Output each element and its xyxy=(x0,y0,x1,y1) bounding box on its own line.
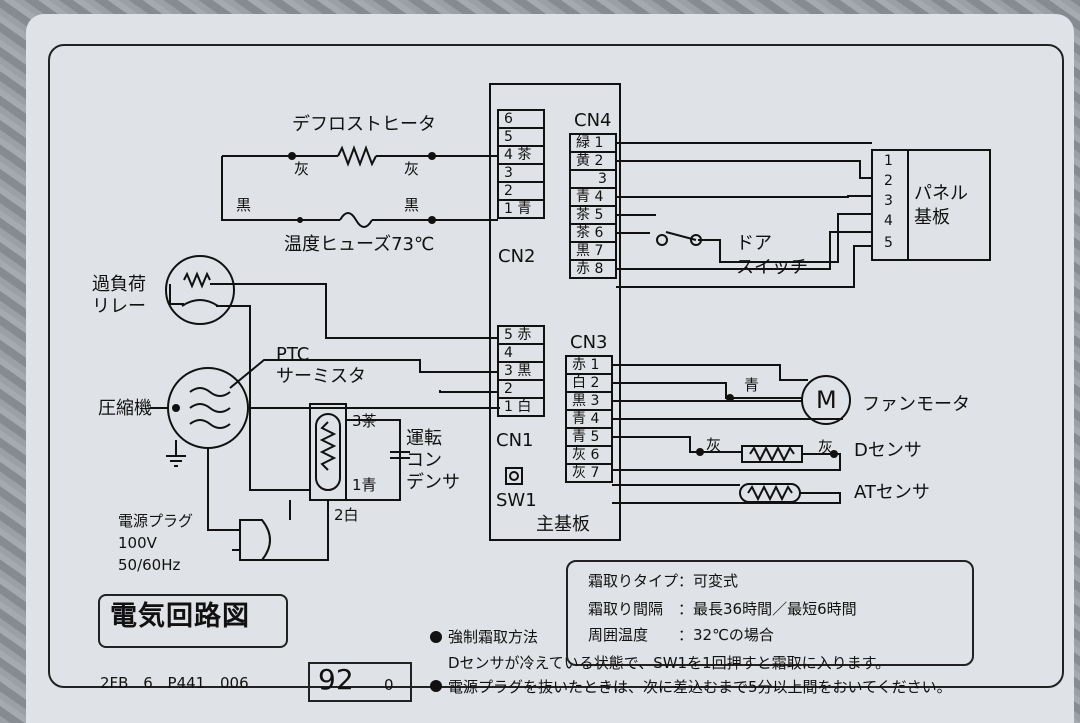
wire-black-2: 黒 xyxy=(404,196,420,214)
cn2-pin-1: 1 青 xyxy=(504,201,532,217)
wire-blue-fan: 青 xyxy=(744,376,760,394)
cn3-pin-5: 青 5 xyxy=(572,429,600,445)
cn4-pin-7: 黒 7 xyxy=(576,243,604,259)
info-line-2: 霜取り間隔 ：最長36時間／最短6時間 xyxy=(588,600,857,618)
sw1-box xyxy=(505,467,523,485)
cn4-pin-2: 黄 2 xyxy=(576,153,604,169)
power-plug-symbol xyxy=(239,519,271,561)
diagram-frame xyxy=(48,44,1064,688)
forced-defrost-title: 強制霜取方法 xyxy=(448,628,539,646)
panel-pin-2: 2 xyxy=(884,173,893,189)
cn4-pin-3: 3 xyxy=(598,171,607,187)
d-sensor-label: Dセンサ xyxy=(854,440,922,461)
cn1-pin-1: 1 白 xyxy=(504,399,532,415)
fan-motor-label: ファンモータ xyxy=(862,394,970,415)
cn3-pin-2: 白 2 xyxy=(572,375,600,391)
cn2-pin-2: 2 xyxy=(504,183,513,199)
diagram-title: 電気回路図 xyxy=(110,601,250,632)
info-line-3: 周囲温度 ：32℃の場合 xyxy=(588,626,774,644)
overload-relay-label: 過負荷 リレー xyxy=(92,274,146,317)
main-board-label: 主基板 xyxy=(536,514,590,535)
footer-small-number: 0 xyxy=(384,676,394,694)
cn4-pin-5: 茶 5 xyxy=(576,207,604,223)
cn1-pin-4: 4 xyxy=(504,345,513,361)
fan-motor-m: M xyxy=(816,386,837,414)
wire-brown-3: 3茶 xyxy=(352,412,377,430)
overload-relay-symbol xyxy=(165,255,235,325)
cn1-pin-3: 3 黒 xyxy=(504,363,532,379)
cn1-label: CN1 xyxy=(496,430,534,451)
at-sensor-label: ATセンサ xyxy=(854,482,930,503)
cn2-pin-3: 3 xyxy=(504,165,513,181)
panel-pin-3: 3 xyxy=(884,193,893,209)
cn3-pin-3: 黒 3 xyxy=(572,393,600,409)
defrost-info-box xyxy=(566,560,974,666)
wire-blue-1: 1青 xyxy=(352,476,377,494)
panel-pin-1: 1 xyxy=(884,153,893,169)
plug-note-text: 電源プラグを抜いたときは、次に差込むまで5分以上間をおいてください。 xyxy=(448,678,952,696)
wire-black-1: 黒 xyxy=(236,196,252,214)
cn3-pin-4: 青 4 xyxy=(572,411,600,427)
defrost-heater-label: デフロストヒータ xyxy=(292,114,436,135)
cn2-pin-5: 5 xyxy=(504,129,513,145)
footer-big-number: 92 xyxy=(318,663,354,696)
run-capacitor-label: 運転 コン デンサ xyxy=(406,428,460,493)
cn2-label: CN2 xyxy=(498,246,536,267)
footer-box xyxy=(308,662,412,702)
info-line-1: 霜取りタイプ：可変式 xyxy=(588,572,739,590)
wire-gray-dsensor-2: 灰 xyxy=(818,438,834,456)
ptc-thermistor-label: PTC サーミスタ xyxy=(276,344,366,387)
cn3-pin-6: 灰 6 xyxy=(572,447,600,463)
thermal-fuse-label: 温度ヒューズ73℃ xyxy=(284,234,435,255)
cn1-pin-2: 2 xyxy=(504,381,513,397)
footer-code: 2FB 6 P441 006 xyxy=(100,674,249,692)
cn4-pin-6: 茶 6 xyxy=(576,225,604,241)
cn3-label: CN3 xyxy=(570,332,608,353)
wire-gray-2: 灰 xyxy=(404,160,420,178)
cn3-pin-7: 灰 7 xyxy=(572,465,600,481)
cn4-pin-8: 赤 8 xyxy=(576,261,604,277)
title-box xyxy=(98,594,288,648)
cn2-pin-4: 4 茶 xyxy=(504,147,532,163)
wire-gray-dsensor-1: 灰 xyxy=(706,436,722,454)
cn1-pin-5: 5 赤 xyxy=(504,327,532,343)
cn4-pin-4: 青 4 xyxy=(576,189,604,205)
cn4-pin-1: 緑 1 xyxy=(576,135,604,151)
cn4-label: CN4 xyxy=(574,110,612,131)
forced-defrost-text: Dセンサが冷えている状態で、SW1を1回押すと霜取に入ります。 xyxy=(448,654,891,672)
compressor-label: 圧縮機 xyxy=(98,398,152,419)
sw1-label: SW1 xyxy=(496,490,537,511)
panel-pin-5: 5 xyxy=(884,235,893,251)
power-plug-label: 電源プラグ 100V 50/60Hz xyxy=(118,512,194,574)
main-board-outline xyxy=(489,83,621,541)
door-switch-label: ドア スイッチ xyxy=(736,233,808,278)
panel-pin-4: 4 xyxy=(884,213,893,229)
wire-gray-1: 灰 xyxy=(294,160,310,178)
cn3-pin-1: 赤 1 xyxy=(572,357,600,373)
cn2-pin-6: 6 xyxy=(504,111,513,127)
panel-board-label: パネル 基板 xyxy=(914,183,968,228)
wire-white-2: 2白 xyxy=(334,506,359,524)
